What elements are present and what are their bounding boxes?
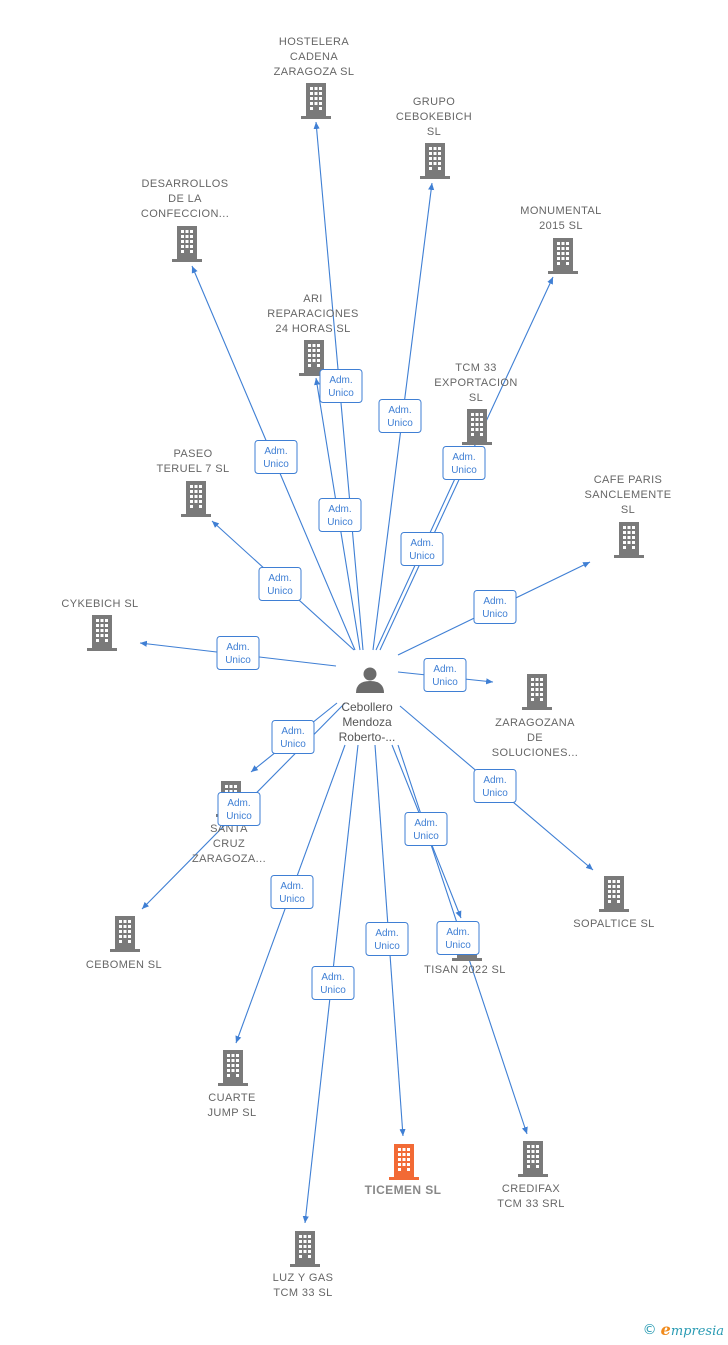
svg-text:Adm.Unico: Adm.Unico [327, 504, 353, 528]
edge-label-monumental: Adm.Unico [442, 446, 486, 480]
building-icon [172, 226, 202, 262]
edge-label-cykebich: Adm.Unico [216, 636, 260, 670]
edge-label-hostelera: Adm.Unico [319, 369, 363, 403]
edge-label-tcm33exp: Adm.Unico [400, 532, 444, 566]
svg-text:Adm.Unico: Adm.Unico [263, 446, 289, 470]
company-label: CYKEBICH SL [61, 598, 138, 610]
svg-text:Adm.Unico: Adm.Unico [280, 726, 306, 750]
building-icon [420, 143, 450, 179]
edge-label-cuarte: Adm.Unico [270, 875, 314, 909]
building-icon [110, 916, 140, 952]
svg-text:Adm.Unico: Adm.Unico [328, 375, 354, 399]
edge-label-cebomen: Adm.Unico [217, 792, 261, 826]
footer-brand: © empresia [643, 1320, 724, 1339]
svg-text:Adm.Unico: Adm.Unico [374, 928, 400, 952]
svg-text:Adm.Unico: Adm.Unico [432, 664, 458, 688]
svg-text:Adm.Unico: Adm.Unico [482, 596, 508, 620]
company-node-cebomen[interactable]: CEBOMEN SL [86, 916, 162, 971]
svg-text:Adm.Unico: Adm.Unico [451, 452, 477, 476]
edge-label-sopaltice: Adm.Unico [473, 769, 517, 803]
company-label: TISAN 2022 SL [424, 964, 506, 976]
building-icon [518, 1141, 548, 1177]
edge-labels-layer: Adm.UnicoAdm.UnicoAdm.UnicoAdm.UnicoAdm.… [216, 369, 517, 1000]
svg-text:Adm.Unico: Adm.Unico [409, 538, 435, 562]
company-node-cykebich[interactable]: CYKEBICH SL [61, 598, 138, 651]
copyright-symbol: © [642, 1321, 657, 1338]
svg-text:Adm.Unico: Adm.Unico [320, 972, 346, 996]
edge-label-desarrollos: Adm.Unico [254, 440, 298, 474]
svg-text:Adm.Unico: Adm.Unico [267, 573, 293, 597]
building-icon [301, 83, 331, 119]
building-icon [614, 522, 644, 558]
edge-label-credifax: Adm.Unico [436, 921, 480, 955]
empresia-logo: empresia [660, 1320, 724, 1339]
company-node-sopaltice[interactable]: SOPALTICE SL [573, 876, 654, 930]
edge-label-tisan: Adm.Unico [404, 812, 448, 846]
edge-label-santacruz: Adm.Unico [271, 720, 315, 754]
building-icon [290, 1231, 320, 1267]
edge-label-ticemen: Adm.Unico [365, 922, 409, 956]
building-icon [389, 1144, 419, 1180]
edge-label-luzygas: Adm.Unico [311, 966, 355, 1000]
edge-label-zaragozana: Adm.Unico [423, 658, 467, 692]
building-icon [599, 876, 629, 912]
building-icon [462, 409, 492, 445]
svg-text:Adm.Unico: Adm.Unico [482, 775, 508, 799]
company-label: CEBOMEN SL [86, 959, 162, 971]
company-node-ticemen[interactable]: TICEMEN SL [365, 1144, 442, 1197]
edge-label-ari: Adm.Unico [318, 498, 362, 532]
edge-label-cafeparis: Adm.Unico [473, 590, 517, 624]
svg-text:Adm.Unico: Adm.Unico [387, 405, 413, 429]
edge-label-paseo: Adm.Unico [258, 567, 302, 601]
svg-text:Adm.Unico: Adm.Unico [226, 798, 252, 822]
building-icon [548, 238, 578, 274]
svg-text:Adm.Unico: Adm.Unico [413, 818, 439, 842]
company-node-tisan[interactable]: TISAN 2022 SL [424, 925, 506, 976]
svg-text:Adm.Unico: Adm.Unico [225, 642, 251, 666]
person-icon [356, 667, 384, 693]
building-icon [522, 674, 552, 710]
building-icon [87, 615, 117, 651]
company-label: SOPALTICE SL [573, 918, 654, 930]
company-label: TICEMEN SL [365, 1183, 442, 1197]
building-icon [181, 481, 211, 517]
svg-text:Adm.Unico: Adm.Unico [445, 927, 471, 951]
svg-text:Adm.Unico: Adm.Unico [279, 881, 305, 905]
building-icon [218, 1050, 248, 1086]
edge-label-grupo: Adm.Unico [378, 399, 422, 433]
